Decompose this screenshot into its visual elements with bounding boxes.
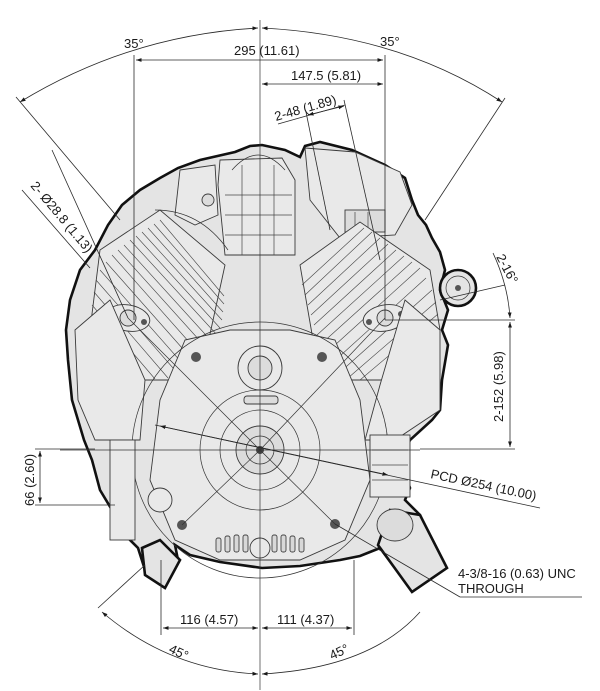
mount-hole xyxy=(317,352,327,362)
angle-top-left: 35° xyxy=(15,26,259,221)
dim-label: 4-3/8-16 (0.63) UNC xyxy=(458,566,576,581)
dim-mount-thread: 4-3/8-16 (0.63) UNC THROUGH xyxy=(334,523,582,598)
angle-label: 35° xyxy=(124,36,144,51)
dim-offsets: 116 (4.57) 111 (4.37) xyxy=(160,560,355,635)
angle-label: 45° xyxy=(327,641,351,663)
dim-width-half: 147.5 (5.81) xyxy=(262,68,383,86)
angle-label: 45° xyxy=(167,641,191,663)
dim-label: 295 (11.61) xyxy=(234,43,300,58)
dim-label: 147.5 (5.81) xyxy=(291,68,361,83)
dim-label: 2-152 (5.98) xyxy=(491,351,506,422)
dim-label: 66 (2.60) xyxy=(22,454,37,506)
dim-height-left: 66 (2.60) xyxy=(22,448,115,506)
dim-label: PCD Ø254 (10.00) xyxy=(429,466,537,503)
dim-label: 111 (4.37) xyxy=(277,612,334,627)
dim-label: 2- Ø28.8 (1.13) xyxy=(28,178,96,255)
dim-label: 116 (4.57) xyxy=(180,612,238,627)
angle-top-right: 35° xyxy=(261,26,506,221)
angle-label: 35° xyxy=(380,34,400,49)
dim-label: 2-48 (1.89) xyxy=(273,92,338,124)
dim-width-total: 295 (11.61) xyxy=(133,43,386,320)
angle-bottom-left: 45° xyxy=(97,564,259,676)
dim-label: THROUGH xyxy=(458,581,524,596)
dim-label: 2-16° xyxy=(493,251,521,286)
engine-body xyxy=(64,140,478,594)
dim-height-right: 2-152 (5.98) xyxy=(385,319,515,450)
mount-hole xyxy=(191,352,201,362)
